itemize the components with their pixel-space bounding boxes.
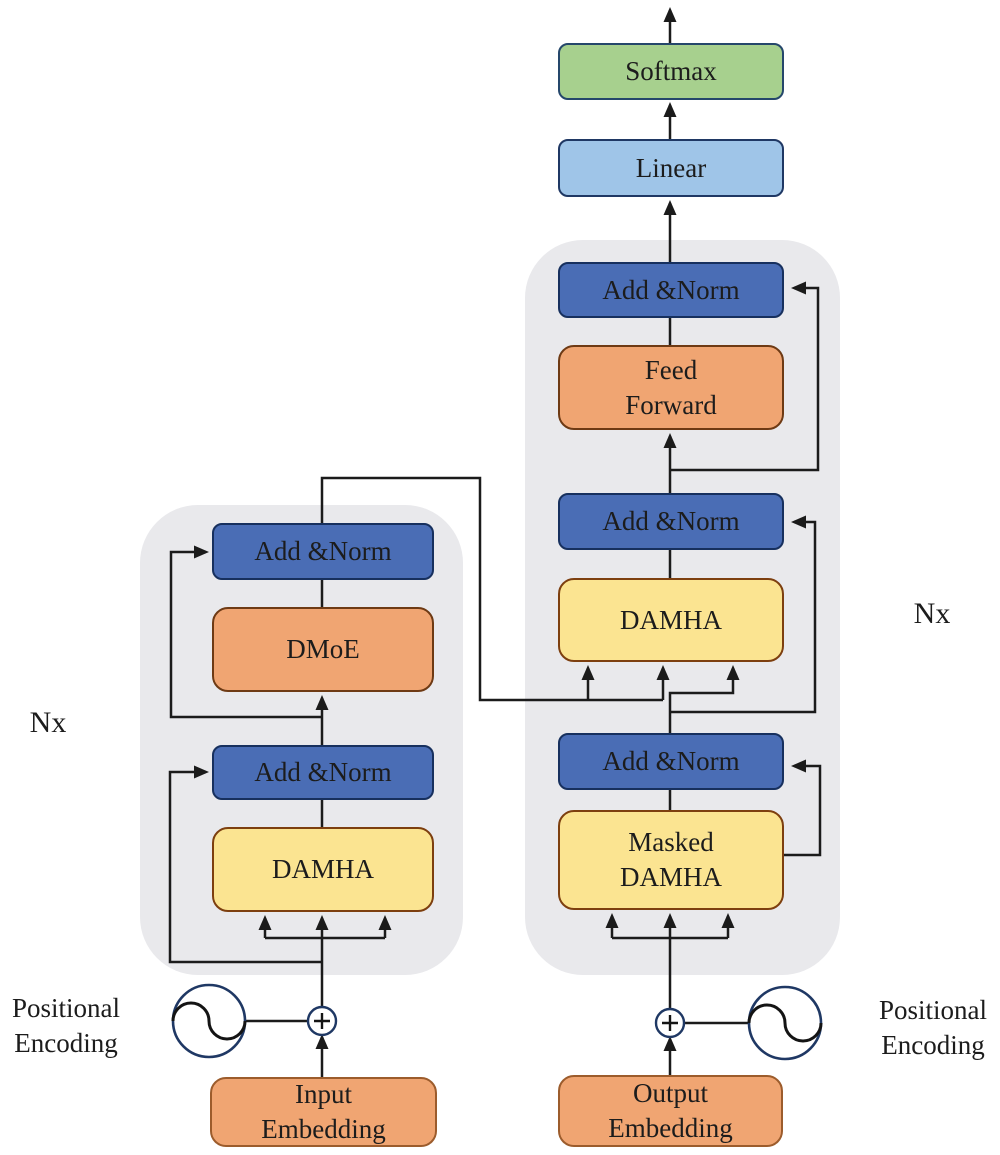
- encoder-addnorm-bottom-block: Add &Norm: [212, 745, 434, 800]
- sine-wave-icon: [747, 985, 823, 1061]
- decoder-addnorm-top-block: Add &Norm: [558, 262, 784, 318]
- linear-block: Linear: [558, 139, 784, 197]
- softmax-block: Softmax: [558, 43, 784, 100]
- nx-label-left: Nx: [29, 706, 67, 739]
- decoder-addnorm-bottom-block: Add &Norm: [558, 733, 784, 790]
- masked-damha-block: Masked DAMHA: [558, 810, 784, 910]
- plus-icon: [306, 1005, 338, 1037]
- nx-label-right: Nx: [913, 597, 951, 630]
- feed-forward-block: Feed Forward: [558, 345, 784, 430]
- positional-encoding-label-left: Positional Encoding: [11, 993, 120, 1059]
- plus-icon: [654, 1007, 686, 1039]
- input-embedding-block: Input Embedding: [210, 1077, 437, 1147]
- decoder-addnorm-mid-block: Add &Norm: [558, 493, 784, 550]
- output-embedding-block: Output Embedding: [558, 1075, 783, 1147]
- encoder-damha-block: DAMHA: [212, 827, 434, 912]
- decoder-damha-block: DAMHA: [558, 578, 784, 662]
- sine-wave-icon: [171, 983, 247, 1059]
- encoder-addnorm-top-block: Add &Norm: [212, 523, 434, 580]
- dmoe-block: DMoE: [212, 607, 434, 692]
- positional-encoding-label-right: Positional Encoding: [878, 995, 987, 1061]
